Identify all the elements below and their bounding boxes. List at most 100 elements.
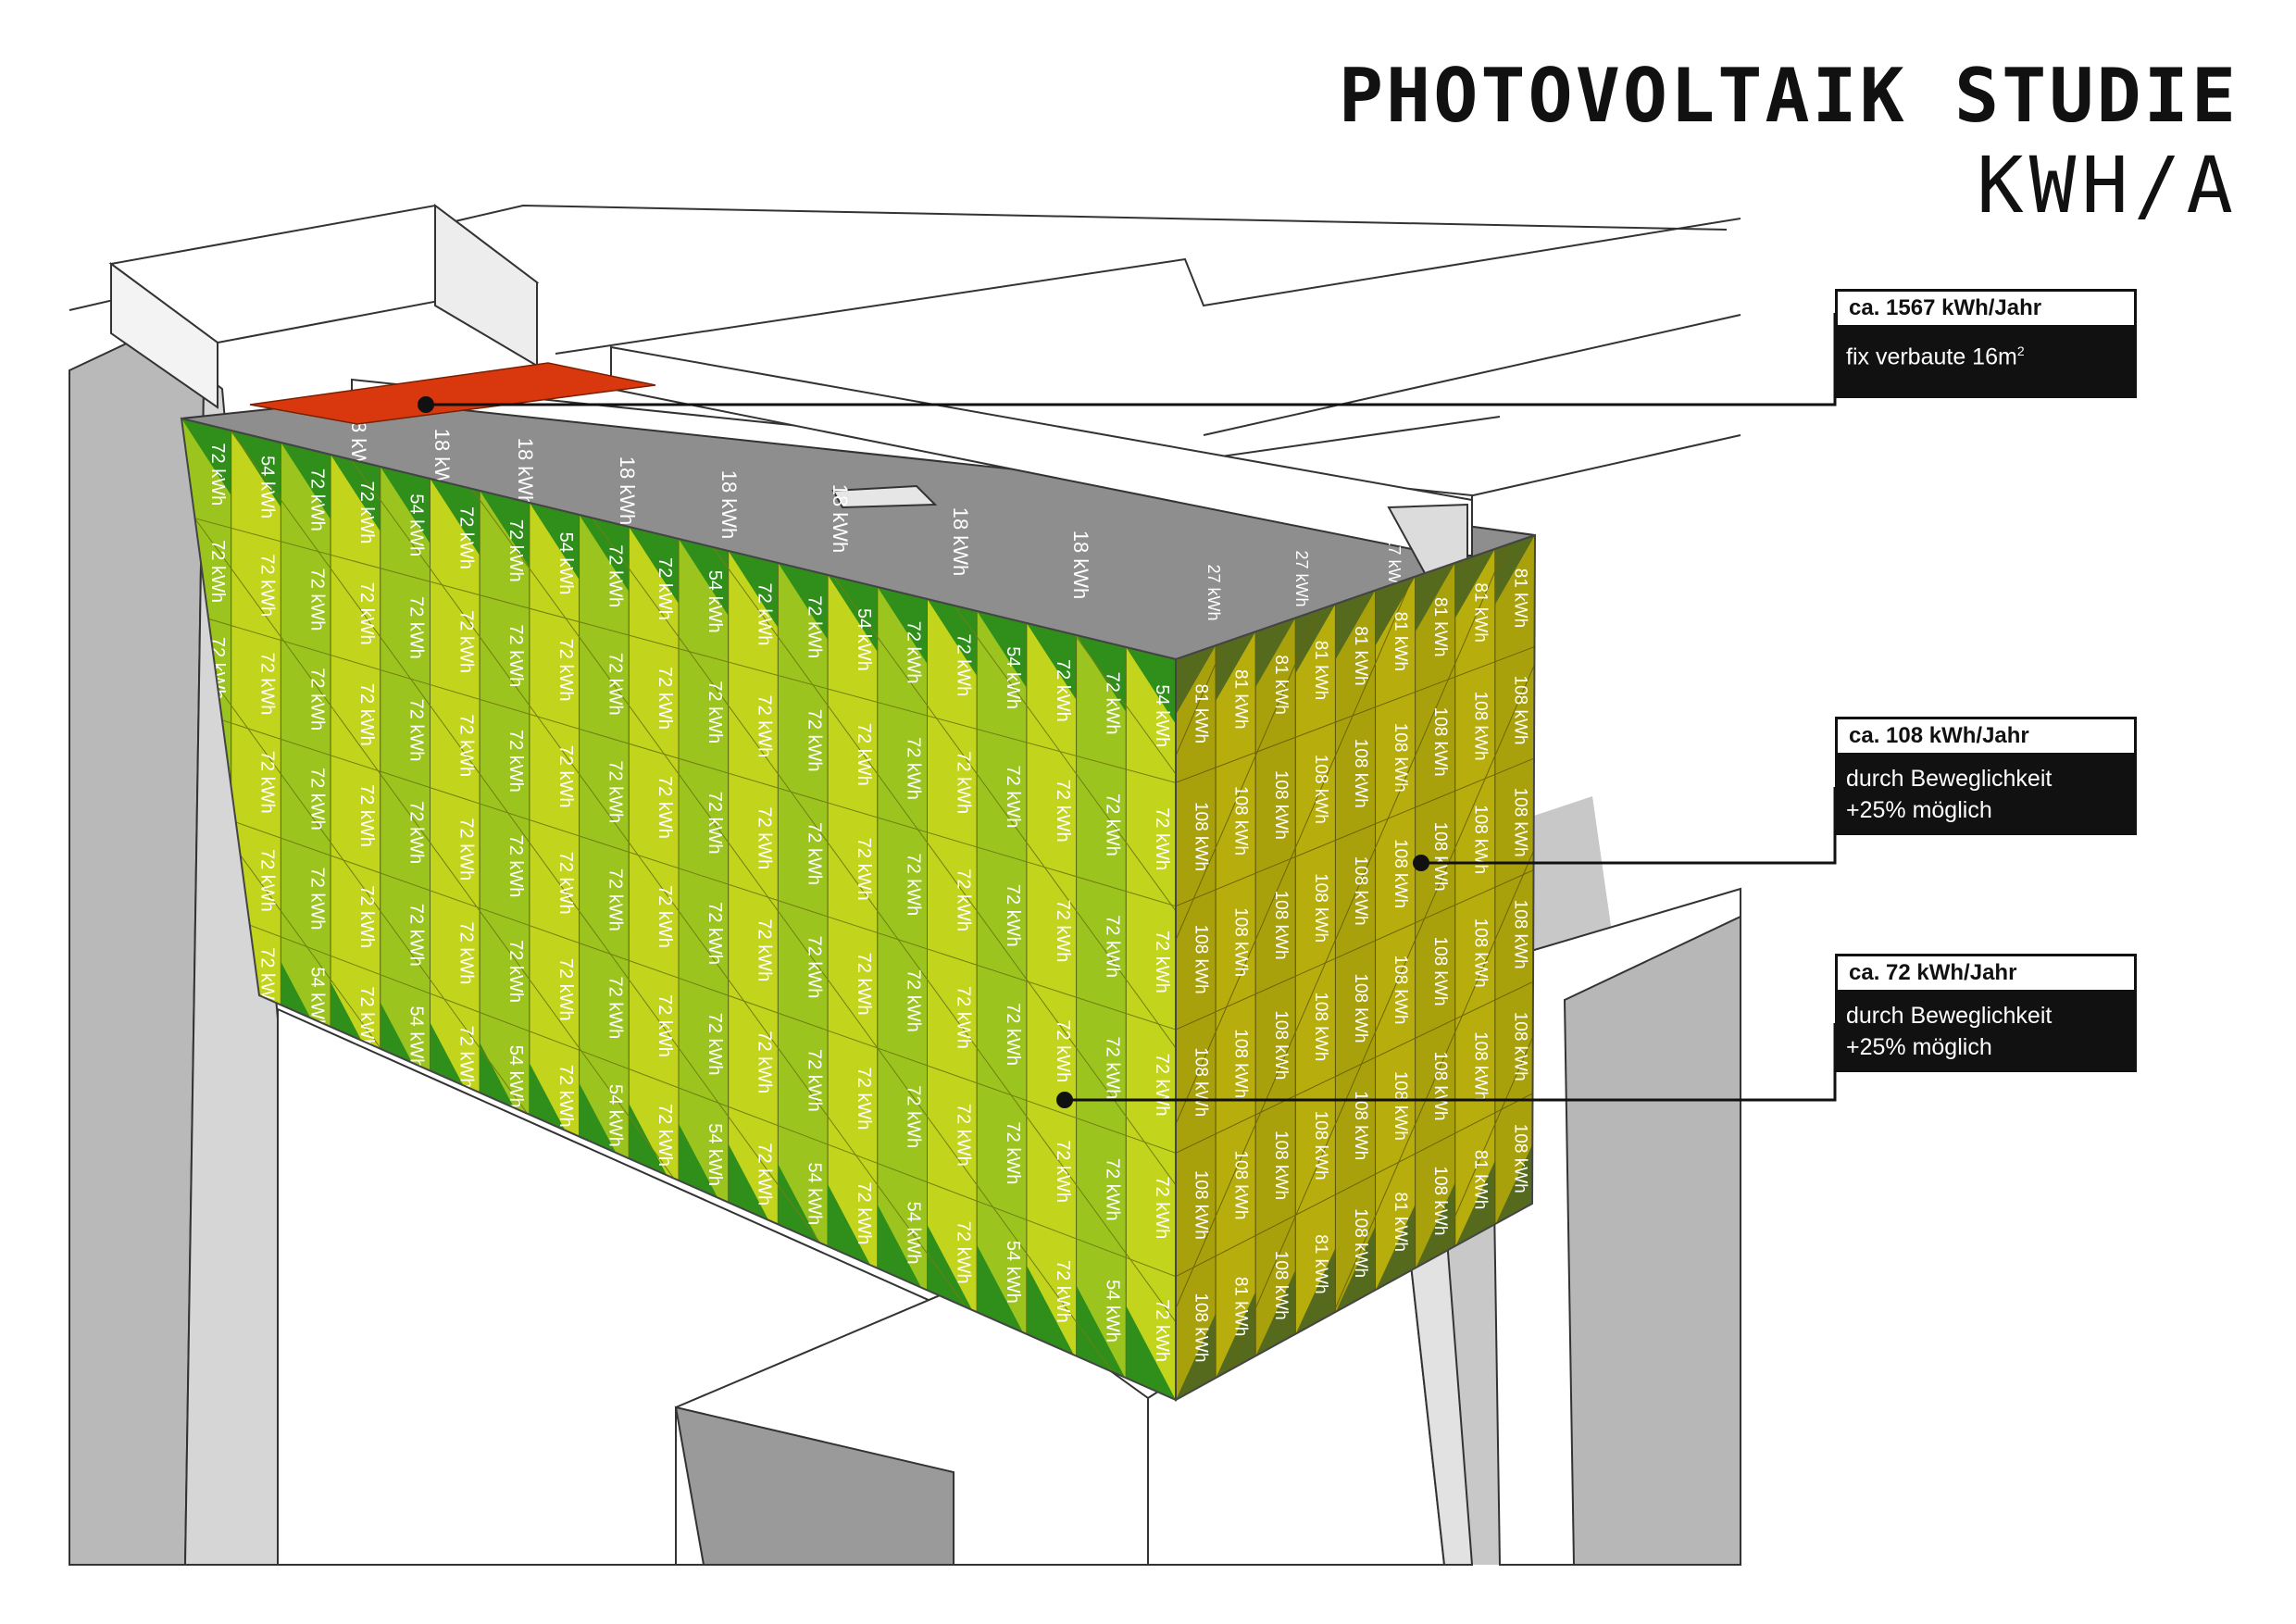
front-panel-label: 54 kWh [705,1123,725,1186]
side-panel-column [1176,644,1217,1400]
roof-edge-label: 27 kWh [1292,550,1311,606]
front-panel-column [678,538,730,1219]
front-panel-label: 72 kWh [1003,766,1023,829]
front-panel-label: 72 kWh [257,653,278,716]
side-panel-accent [1255,618,1296,688]
front-panel-accent [679,539,729,616]
title-block: PHOTOVOLTAIK STUDIE KWH/A [1339,59,2239,227]
front-panel-label: 72 kWh [505,940,526,1003]
front-panel-label: 72 kWh [306,568,327,631]
front-panel-column [579,514,630,1179]
front-panel-label: 72 kWh [755,1143,775,1206]
front-panel-label: 72 kWh [406,801,427,864]
side-panel-label: 81 kWh [1470,582,1490,642]
lower-building [277,1007,1474,1566]
side-panel-accent [1454,548,1495,618]
front-panel-label: 72 kWh [306,768,327,831]
front-panel-label: 54 kWh [306,967,327,1030]
front-panel-label: 72 kWh [755,1031,775,1093]
front-panel-label: 54 kWh [705,570,725,633]
front-panel-label: 72 kWh [953,1104,973,1167]
side-panel-label: 108 kWh [1470,918,1490,988]
front-panel-label: 72 kWh [555,1065,576,1128]
side-panel-row [1176,757,1535,907]
side-panel-label: 108 kWh [1430,1166,1450,1235]
side-panel-accent [1494,1139,1535,1226]
front-panel-label: 54 kWh [1102,1280,1122,1343]
front-panel-label: 72 kWh [356,683,377,746]
front-panel-label: 72 kWh [655,776,675,839]
front-panel-label: 72 kWh [207,540,228,603]
side-panel-accent [1176,645,1217,715]
roof-panel-label: 18 kWh [514,438,537,507]
front-panel-label: 72 kWh [953,986,973,1049]
leader-dot-side [1413,855,1429,871]
callout-front-value: ca. 72 kWh/Jahr [1835,954,2137,993]
side-panel-label: 81 kWh [1192,684,1211,743]
front-panel-label: 72 kWh [406,596,427,659]
side-panel-row [1176,1092,1535,1278]
front-panel-label: 72 kWh [804,595,824,658]
front-panel-row [181,706,1176,1031]
front-panel-label: 72 kWh [356,481,377,544]
front-panel-label: 72 kWh [953,751,973,814]
side-panel-seam [1254,535,1535,1400]
front-panel-label: 72 kWh [356,582,377,645]
front-panel-label: 72 kWh [455,610,476,673]
side-panel-label: 81 kWh [1430,597,1450,656]
front-panel-label: 72 kWh [854,838,874,901]
front-panel-accent [728,551,779,628]
front-panel-label: 72 kWh [257,554,278,617]
callout-front: ca. 72 kWh/Jahr durch Beweglichkeit +25%… [1835,954,2137,1072]
side-panel-label: 81 kWh [1470,1150,1490,1209]
side-panel-label: 108 kWh [1510,788,1529,857]
side-panel-label: 108 kWh [1430,822,1450,892]
front-panel-column [728,550,779,1239]
roof-panel-label: 18 kWh [949,507,972,577]
front-panel-column [479,490,530,1138]
front-panel-label: 72 kWh [755,806,775,869]
front-panel-seam [1673,363,2296,1511]
front-panel-seam [579,418,1176,1400]
front-panel-label: 72 kWh [605,976,625,1039]
front-panel-label: 72 kWh [904,1085,924,1148]
side-panel-label: 108 kWh [1391,955,1410,1024]
side-panel-column [1254,617,1296,1357]
front-panel-label: 72 kWh [505,519,526,582]
side-panel-accent [1255,1269,1296,1356]
roof-panel-label: 18 kWh [829,484,852,554]
front-panel-label: 72 kWh [1102,915,1122,978]
front-panel-label: 72 kWh [804,822,824,885]
front-panel-label: 72 kWh [257,947,278,1010]
front-panel-label: 72 kWh [1053,1260,1073,1323]
front-panel-label: 72 kWh [356,885,377,948]
side-panel-row [1176,645,1535,783]
front-panel-label: 54 kWh [1003,1241,1023,1304]
side-panel-label: 108 kWh [1351,856,1370,926]
front-panel-accent [1026,623,1077,700]
front-panel-label: 72 kWh [306,668,327,731]
side-panel-label: 81 kWh [1391,612,1410,671]
side-panel-label: 108 kWh [1271,1251,1291,1320]
front-panel-label: 72 kWh [257,849,278,912]
rooftop-block [108,203,540,409]
front-panel-accent [529,503,580,580]
front-panel-accent [629,527,679,604]
right-neighbour-building [1489,887,1741,1566]
front-panel-label: 72 kWh [356,784,377,847]
roof-panel-label: 18 kWh [718,470,741,540]
front-panel-label: 72 kWh [705,681,725,743]
side-panel-seam [2214,381,2296,1493]
front-panel-label: 72 kWh [455,506,476,569]
side-panel-label: 108 kWh [1351,973,1370,1043]
front-panel-label: 72 kWh [555,852,576,915]
front-panel-label: 72 kWh [705,792,725,855]
side-panel-seam [1176,535,1535,1400]
side-panel-accent [1295,604,1336,674]
side-panel-label: 108 kWh [1192,1170,1211,1240]
front-panel-accent [877,587,928,664]
front-panel-label: 72 kWh [505,624,526,687]
front-panel-label: 54 kWh [854,608,874,671]
front-panel-label: 72 kWh [655,667,675,730]
front-panel-label: 72 kWh [455,922,476,985]
